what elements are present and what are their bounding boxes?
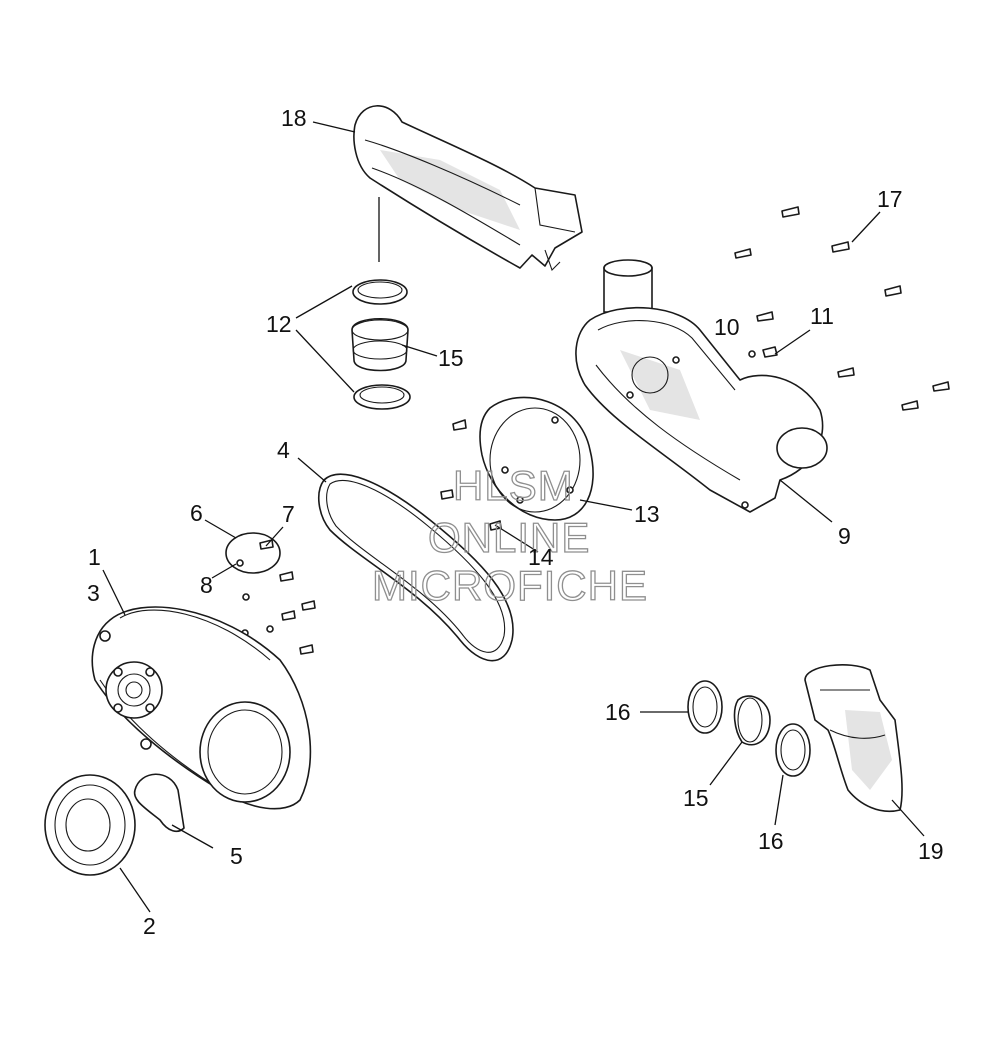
watermark: HLSM ONLINE MICROFICHE [371,461,648,609]
callout-9: 9 [838,523,851,549]
watermark-line-3: MICROFICHE [372,562,648,609]
callout-labels: 1 2 3 4 5 6 7 8 9 10 11 12 13 14 15 15 1… [87,105,944,939]
callout-13: 13 [634,501,660,527]
callout-14: 14 [528,544,554,570]
callout-17: 17 [877,186,903,212]
callout-6: 6 [190,500,203,526]
intake-duct-lower [804,664,903,812]
callout-11: 11 [810,303,834,329]
leader-lines [102,121,925,913]
callout-16-left: 16 [605,699,631,725]
lower-clamps-coupler [687,680,811,777]
callout-10: 10 [714,314,740,340]
callout-5: 5 [230,843,243,869]
outer-housing [575,259,828,513]
small-cover-5 [133,773,185,833]
callout-7: 7 [282,501,295,527]
callout-15-lower: 15 [683,785,709,811]
callout-16-right: 16 [758,828,784,854]
bolts-17 [734,206,950,411]
callout-1: 1 [88,544,101,570]
callout-3: 3 [87,580,100,606]
callout-19: 19 [918,838,944,864]
callout-15-upper: 15 [438,345,464,371]
callout-12: 12 [266,311,292,337]
nuts-10-11 [748,346,778,358]
callout-18: 18 [281,105,307,131]
watermark-line-1: HLSM [453,462,574,509]
intake-duct-upper [353,105,583,272]
callout-8: 8 [200,572,213,598]
callout-2: 2 [143,913,156,939]
outer-clutch-cover [91,606,312,810]
inner-plate [479,396,594,521]
callout-4: 4 [277,437,290,463]
upper-clamps-coupler [351,197,411,410]
drive-belt [317,473,514,662]
seal-ring [44,774,136,876]
watermark-line-2: ONLINE [428,514,590,561]
